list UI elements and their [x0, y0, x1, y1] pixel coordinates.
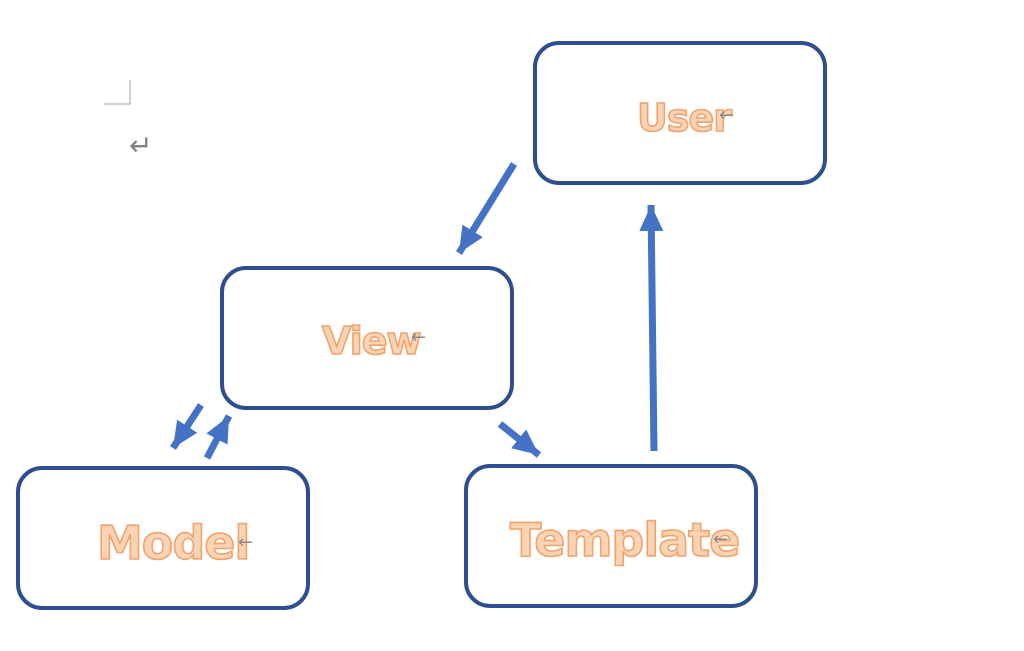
- arrow-view-to-model: [170, 403, 204, 450]
- crop-mark-left: [104, 80, 131, 105]
- arrow-user-to-view: [456, 162, 517, 255]
- user-label: User: [636, 96, 733, 140]
- user-paragraph-mark: ←: [719, 105, 735, 126]
- model-label: Model: [96, 516, 251, 570]
- template-paragraph-mark: ←: [713, 529, 729, 550]
- view-label: View: [321, 319, 422, 363]
- user-box: [533, 41, 827, 185]
- view-paragraph-mark: ←: [411, 327, 427, 348]
- model-paragraph-mark: ←: [238, 532, 254, 553]
- model-box: [16, 466, 310, 610]
- view-box: [220, 266, 514, 410]
- arrow-template-to-user: [639, 204, 664, 452]
- template-label: Template: [509, 513, 741, 567]
- arrow-view-to-template: [497, 421, 542, 458]
- template-box: [464, 464, 758, 608]
- return-mark-icon: ↵: [129, 129, 153, 162]
- arrow-model-to-view: [203, 414, 233, 460]
